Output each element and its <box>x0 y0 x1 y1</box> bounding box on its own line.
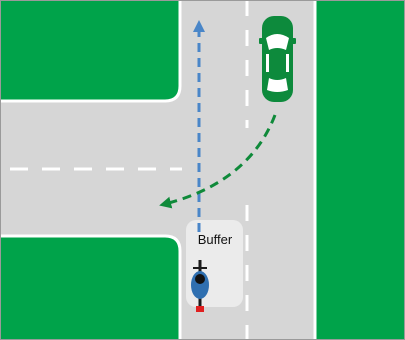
curb-top-left <box>0 0 182 103</box>
curb-bottom-left <box>0 234 182 340</box>
grass-top-left <box>0 0 180 101</box>
grass-bottom-left <box>0 236 180 340</box>
car-turn-path-arrow <box>159 114 277 209</box>
cyclist-top-view-icon <box>191 260 209 312</box>
buffer-label: Buffer <box>198 232 233 247</box>
grass-right <box>316 0 405 340</box>
car-top-view-icon <box>259 16 296 102</box>
